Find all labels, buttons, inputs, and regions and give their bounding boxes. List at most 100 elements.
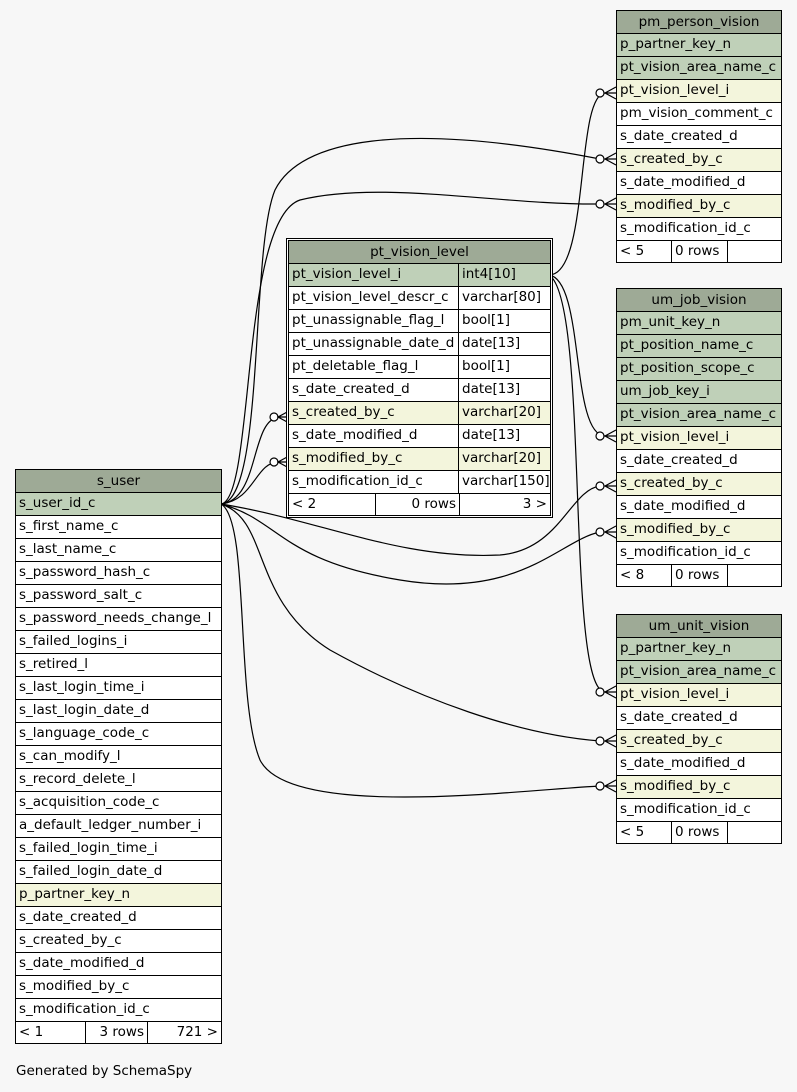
column-row[interactable]: pt_vision_area_name_c: [617, 57, 781, 80]
link-user-pm-person-modified: [220, 191, 601, 505]
column-name: pt_position_name_c: [620, 337, 754, 353]
column-row[interactable]: pm_vision_comment_c: [617, 103, 781, 126]
column-row[interactable]: s_created_by_c: [16, 930, 221, 953]
column-row[interactable]: s_modified_by_c: [617, 195, 781, 218]
column-type: varchar[150]: [458, 471, 550, 493]
column-name: pt_vision_level_i: [292, 266, 402, 282]
column-row[interactable]: s_date_modified_d: [617, 172, 781, 195]
column-row[interactable]: s_created_by_c: [617, 730, 781, 753]
column-row[interactable]: s_date_modified_d: [617, 496, 781, 519]
column-name: s_created_by_c: [292, 404, 395, 420]
column-name: s_date_modified_d: [292, 427, 418, 443]
link-user-vision-level-created: [220, 416, 280, 505]
column-row[interactable]: s_password_salt_c: [16, 585, 221, 608]
column-row[interactable]: s_record_delete_l: [16, 769, 221, 792]
link-user-um-job-created: [220, 485, 601, 557]
column-row[interactable]: s_modification_id_c: [617, 542, 781, 565]
column-row[interactable]: s_last_login_date_d: [16, 700, 221, 723]
column-row[interactable]: pt_position_scope_c: [617, 358, 781, 381]
column-row[interactable]: s_last_name_c: [16, 539, 221, 562]
column-row[interactable]: pt_vision_level_i: [617, 684, 781, 707]
column-name: pt_vision_level_descr_c: [292, 289, 449, 305]
column-row[interactable]: s_modification_id_c: [16, 999, 221, 1022]
column-row[interactable]: pm_unit_key_n: [617, 312, 781, 335]
column-row[interactable]: s_retired_l: [16, 654, 221, 677]
column-name: s_failed_logins_i: [19, 633, 128, 649]
column-row[interactable]: s_date_created_d: [617, 126, 781, 149]
column-row[interactable]: s_failed_login_time_i: [16, 838, 221, 861]
column-row[interactable]: s_date_modified_d: [617, 753, 781, 776]
column-name: pt_vision_level_i: [620, 686, 730, 702]
column-row[interactable]: s_modified_by_c: [16, 976, 221, 999]
column-type: varchar[80]: [458, 287, 550, 309]
column-type: date[13]: [458, 333, 550, 355]
column-name: p_partner_key_n: [620, 640, 732, 656]
column-row[interactable]: pt_vision_area_name_c: [617, 404, 781, 427]
column-row[interactable]: s_date_created_d: [16, 907, 221, 930]
column-row[interactable]: s_modification_id_c: [617, 218, 781, 241]
column-row[interactable]: s_failed_logins_i: [16, 631, 221, 654]
column-row[interactable]: s_can_modify_l: [16, 746, 221, 769]
column-row[interactable]: p_partner_key_n: [16, 884, 221, 907]
column-row[interactable]: pt_position_name_c: [617, 335, 781, 358]
column-row[interactable]: pt_vision_level_descr_c varchar[80]: [289, 287, 550, 310]
column-row[interactable]: s_modified_by_c: [617, 519, 781, 542]
column-type: date[13]: [458, 379, 550, 401]
column-row[interactable]: p_partner_key_n: [617, 638, 781, 661]
column-name: s_user_id_c: [19, 495, 96, 511]
column-name: s_last_login_time_i: [19, 679, 145, 695]
column-row[interactable]: s_created_by_c: [617, 473, 781, 496]
link-user-pm-person-created: [220, 137, 601, 505]
column-name: um_job_key_i: [620, 383, 710, 399]
column-row[interactable]: s_date_modified_d: [16, 953, 221, 976]
column-row[interactable]: s_modification_id_c: [617, 799, 781, 822]
column-row[interactable]: s_date_created_d: [617, 707, 781, 730]
column-name: s_language_code_c: [19, 725, 150, 741]
column-name: s_can_modify_l: [19, 748, 121, 764]
column-name: s_failed_login_time_i: [19, 840, 158, 856]
column-name: s_last_login_date_d: [19, 702, 150, 718]
column-row[interactable]: s_failed_login_date_d: [16, 861, 221, 884]
column-name: pt_vision_area_name_c: [620, 59, 777, 75]
column-row[interactable]: s_date_created_d: [617, 450, 781, 473]
column-type: bool[1]: [458, 310, 550, 332]
column-name: s_date_created_d: [620, 452, 738, 468]
column-row[interactable]: s_language_code_c: [16, 723, 221, 746]
column-row[interactable]: s_acquisition_code_c: [16, 792, 221, 815]
column-row[interactable]: pt_vision_area_name_c: [617, 661, 781, 684]
column-row[interactable]: s_last_login_time_i: [16, 677, 221, 700]
column-row[interactable]: s_modified_by_c: [617, 776, 781, 799]
column-row[interactable]: s_password_hash_c: [16, 562, 221, 585]
column-row[interactable]: pt_vision_level_i: [617, 427, 781, 450]
table-footer: < 5 0 rows: [617, 822, 781, 843]
column-name: s_date_created_d: [620, 709, 738, 725]
column-row[interactable]: s_user_id_c: [16, 493, 221, 516]
column-row[interactable]: a_default_ledger_number_i: [16, 815, 221, 838]
column-row[interactable]: pt_vision_level_i: [617, 80, 781, 103]
link-vision-level-um-job: [548, 274, 606, 437]
link-user-vision-level-modified: [220, 461, 280, 505]
column-name: s_modified_by_c: [620, 197, 731, 213]
column-row[interactable]: p_partner_key_n: [617, 34, 781, 57]
column-name: s_date_modified_d: [620, 498, 746, 514]
column-row[interactable]: s_created_by_c: [617, 149, 781, 172]
column-row[interactable]: s_password_needs_change_l: [16, 608, 221, 631]
link-vision-level-pm-person: [548, 92, 606, 276]
column-row[interactable]: pt_vision_level_i int4[10]: [289, 264, 550, 287]
column-row[interactable]: um_job_key_i: [617, 381, 781, 404]
column-row[interactable]: s_first_name_c: [16, 516, 221, 539]
column-type: int4[10]: [458, 264, 550, 286]
